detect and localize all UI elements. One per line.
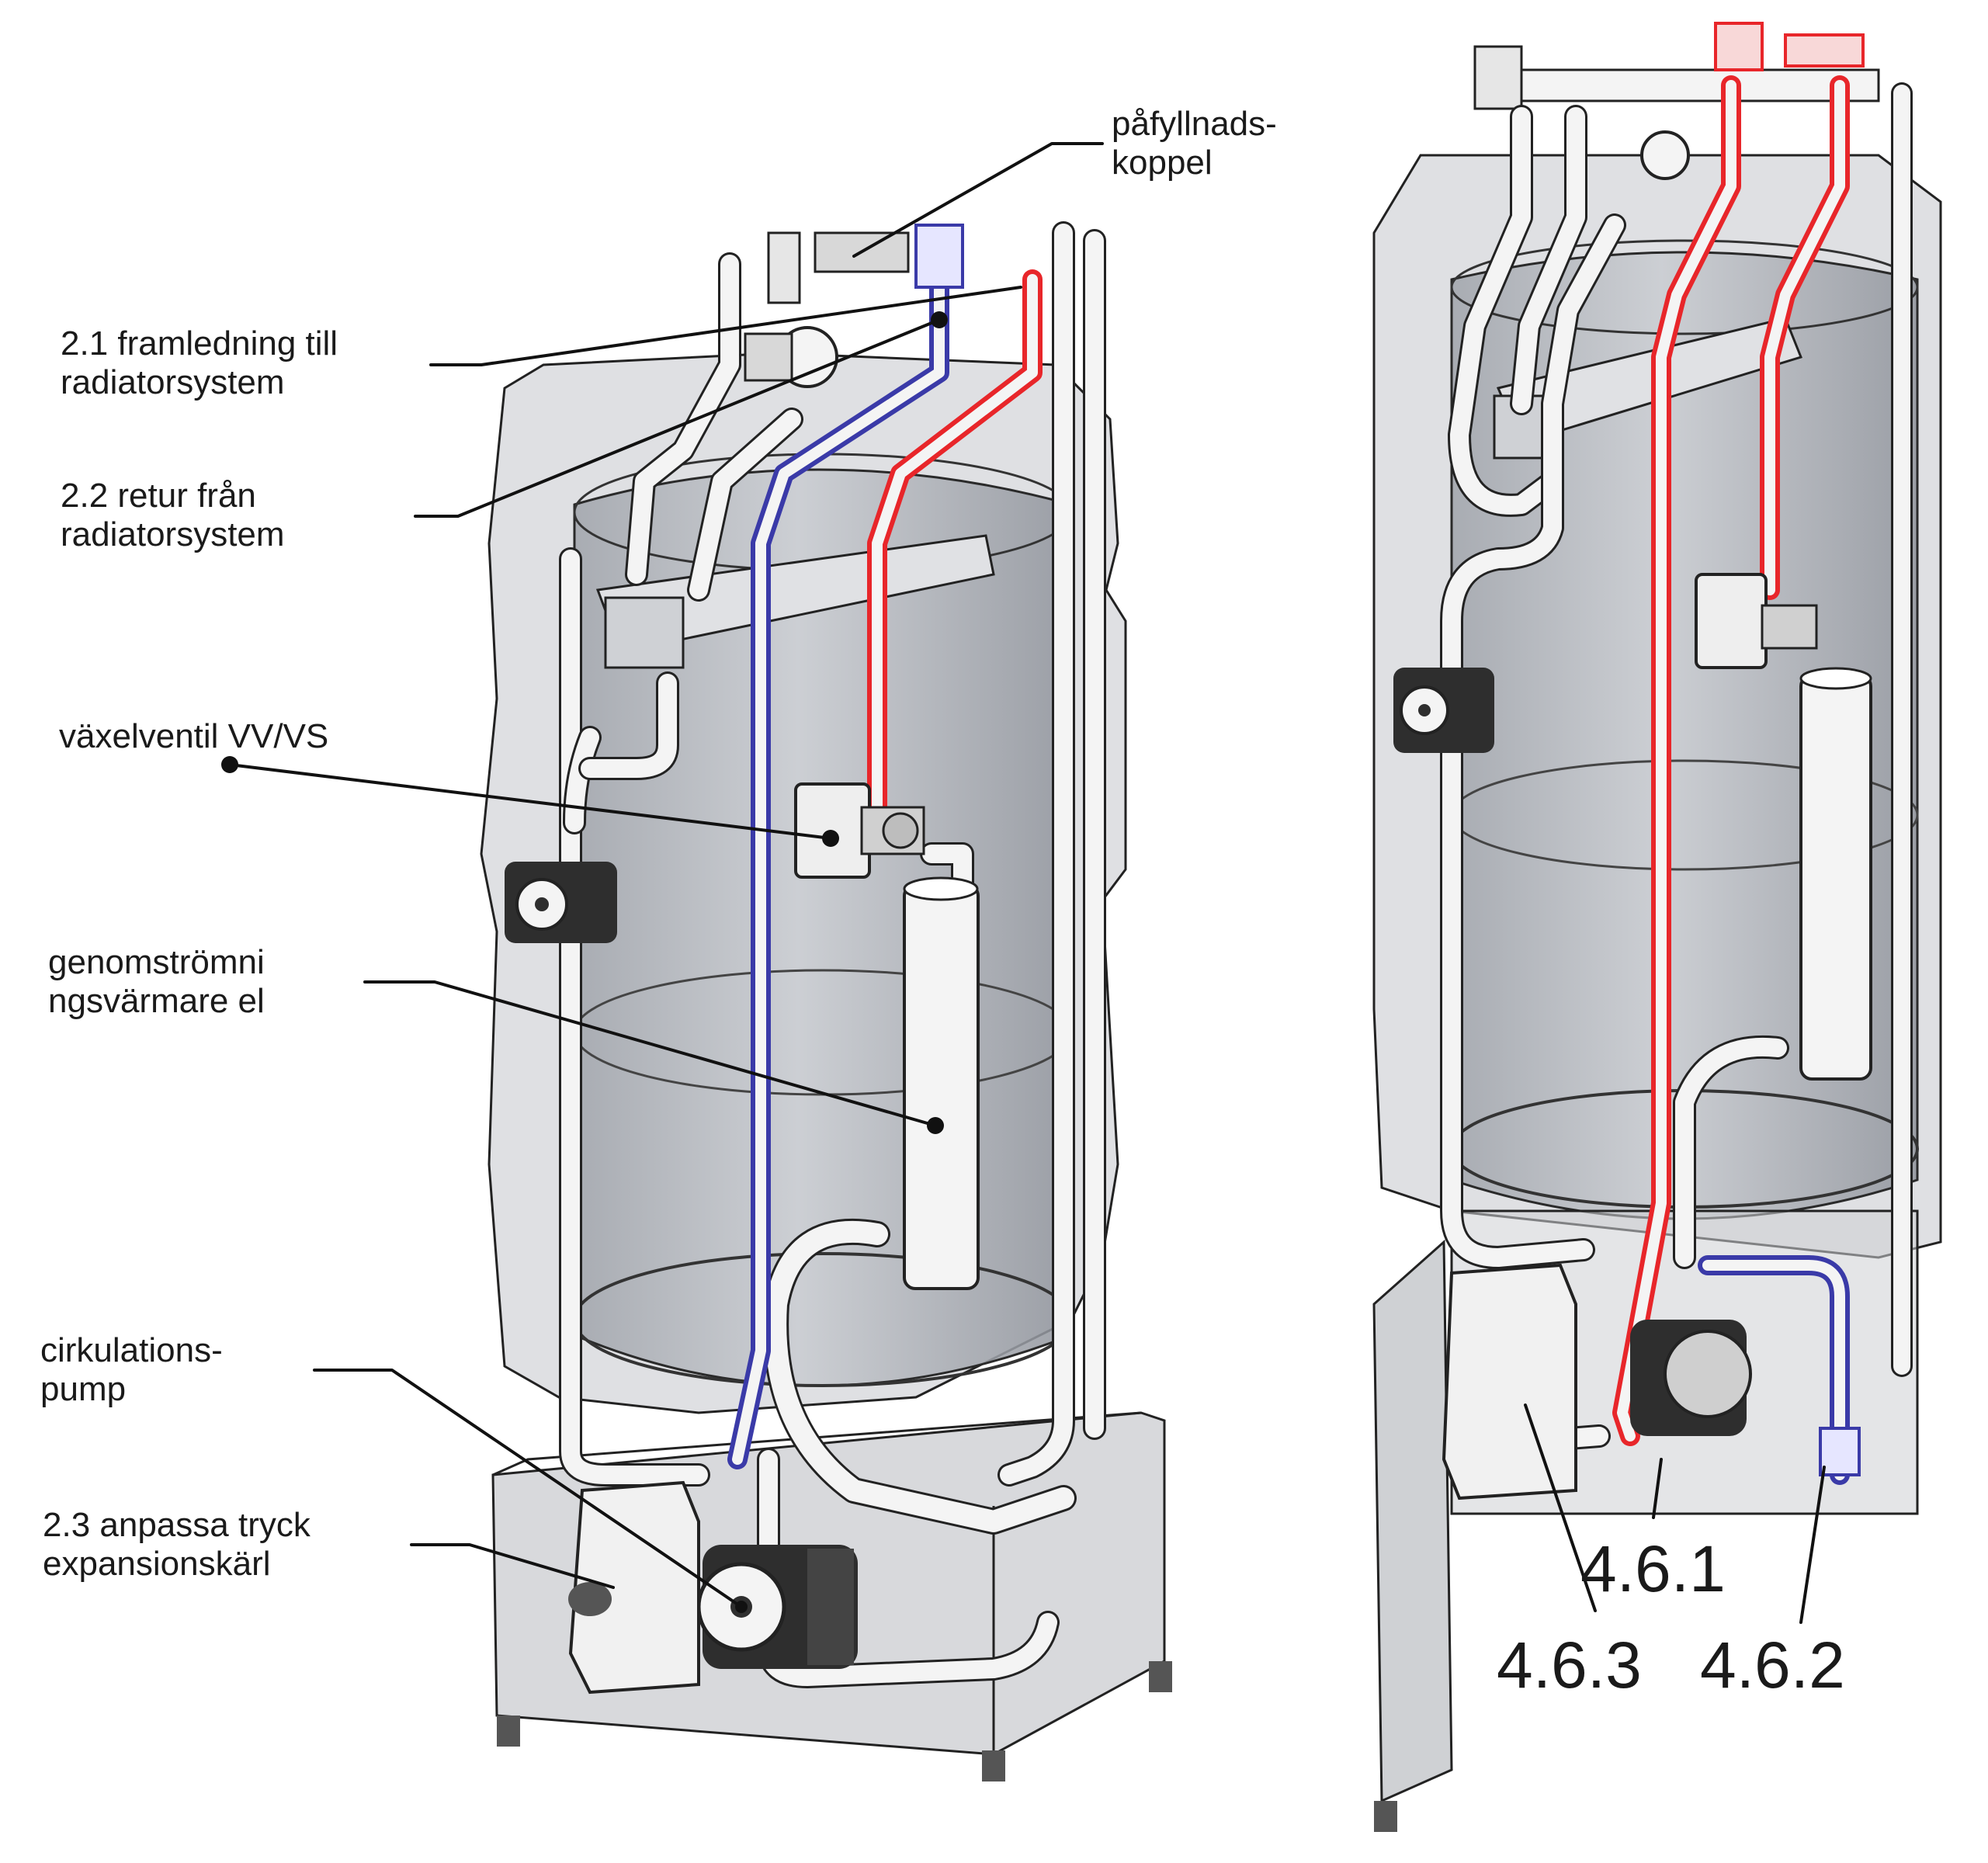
right-service-door: [1372, 1239, 1453, 1803]
label-genomstromningsvarmare: genomströmni ngsvärmare el: [48, 943, 265, 1021]
label-line: genomströmni: [48, 943, 265, 981]
label-line: radiatorsystem: [61, 515, 285, 553]
left-upper-pump: [505, 862, 617, 943]
label-line: cirkulations-: [40, 1331, 223, 1369]
leader-dot: [822, 830, 839, 847]
leader-dot: [735, 1601, 748, 1613]
left-filling-coupling: [744, 224, 964, 388]
label-line: 2.2 retur från: [61, 477, 256, 515]
label-line: påfyllnads-: [1112, 105, 1277, 143]
leader-4-6-3: [1524, 1403, 1597, 1612]
label-pafyllnadskoppel: påfyllnads- koppel: [1112, 105, 1277, 182]
leader-retur: [414, 318, 941, 518]
callout-4-6-2: 4.6.2: [1700, 1629, 1845, 1702]
leader-genomstromning: [363, 980, 937, 1127]
label-line: koppel: [1112, 144, 1213, 182]
leader-dot: [931, 311, 948, 328]
left-circulation-pump: [696, 1545, 858, 1669]
label-line: växelventil VV/VS: [59, 717, 329, 755]
left-foot: [982, 1750, 1005, 1781]
right-flow-heater: [1799, 667, 1872, 1081]
leader-framledning: [429, 286, 1022, 366]
callout-4-6-1: 4.6.1: [1580, 1532, 1726, 1605]
right-expansion-vessel: [1442, 1263, 1577, 1500]
left-flow-heater: [903, 876, 980, 1290]
label-line: radiatorsystem: [61, 363, 285, 401]
leader-4-6-2: [1799, 1466, 1826, 1624]
right-diverting-valve: [1695, 573, 1818, 669]
right-tank-top-rim: [1450, 239, 1919, 335]
left-exchanger-manifold: [604, 596, 685, 669]
leader-4-6-1: [1652, 1458, 1663, 1519]
label-line: pump: [40, 1370, 127, 1408]
leader-dot: [927, 1117, 944, 1134]
right-foot: [1374, 1801, 1397, 1832]
label-framledning: 2.1 framledning till radiatorsystem: [61, 324, 338, 402]
label-expansionskarl: 2.3 anpassa tryck expansionskärl: [43, 1506, 311, 1584]
label-retur: 2.2 retur från radiatorsystem: [61, 477, 285, 554]
label-cirkulationspump: cirkulations- pump: [40, 1331, 223, 1409]
leader-expansion: [410, 1543, 615, 1589]
left-foot: [497, 1716, 520, 1747]
label-line: ngsvärmare el: [48, 982, 265, 1020]
right-unit-illustration: [1372, 22, 1942, 1832]
label-line: 2.1 framledning till: [61, 324, 338, 363]
label-line: expansionskärl: [43, 1545, 271, 1583]
leader-pafyllnad: [852, 142, 1104, 258]
leader-vaxelventil: [228, 763, 832, 840]
right-top-manifold: [1473, 22, 1880, 180]
right-upper-pump: [1393, 668, 1494, 753]
left-expansion-vessel: [568, 1480, 700, 1695]
left-foot: [1149, 1661, 1172, 1692]
leader-dot: [221, 756, 238, 773]
label-vaxelventil: växelventil VV/VS: [59, 717, 328, 756]
leader-cirkulation: [313, 1369, 743, 1608]
left-unit-illustration: [480, 221, 1172, 1781]
right-blue-coupling: [1819, 1427, 1861, 1476]
right-circulation-pump: [1630, 1320, 1752, 1436]
label-line: 2.3 anpassa tryck: [43, 1506, 311, 1544]
callout-4-6-3: 4.6.3: [1497, 1629, 1642, 1702]
